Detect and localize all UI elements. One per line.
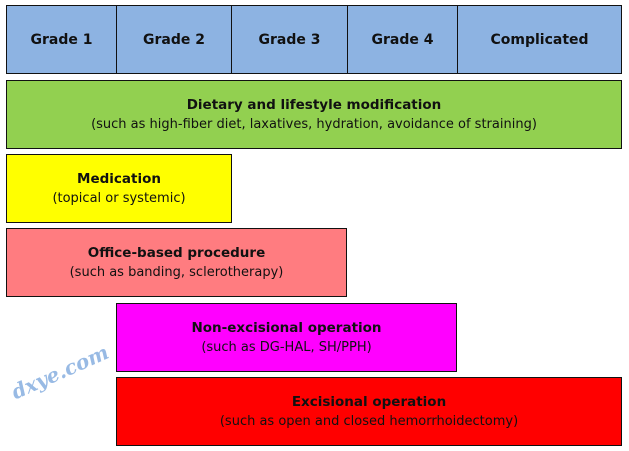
non-excisional-box: Non-excisional operation (such as DG-HAL… <box>116 303 457 372</box>
watermark: dxye.com <box>7 339 113 405</box>
grade-4-cell: Grade 4 <box>348 6 458 73</box>
box-subtitle: (such as banding, sclerotherapy) <box>69 264 284 280</box>
box-subtitle: (such as open and closed hemorrhoidectom… <box>219 413 519 429</box>
office-procedure-box: Office-based procedure (such as banding,… <box>6 228 347 297</box>
dietary-box: Dietary and lifestyle modification (such… <box>6 80 622 149</box>
grade-header: Grade 1 Grade 2 Grade 3 Grade 4 Complica… <box>6 5 622 74</box>
medication-box: Medication (topical or systemic) <box>6 154 232 223</box>
box-subtitle: (such as DG-HAL, SH/PPH) <box>201 339 372 355</box>
complicated-cell: Complicated <box>490 31 589 48</box>
box-subtitle: (topical or systemic) <box>52 190 186 206</box>
box-subtitle: (such as high-fiber diet, laxatives, hyd… <box>91 116 537 132</box>
box-title: Non-excisional operation <box>191 319 382 336</box>
grade-1-cell: Grade 1 <box>7 6 117 73</box>
grade-2-cell: Grade 2 <box>117 6 232 73</box>
box-title: Medication <box>77 170 161 187</box>
excisional-box: Excisional operation (such as open and c… <box>116 377 622 446</box>
box-title: Office-based procedure <box>87 244 266 261</box>
box-title: Excisional operation <box>291 393 447 410</box>
grade-3-cell: Grade 3 <box>232 6 348 73</box>
box-title: Dietary and lifestyle modification <box>186 96 442 113</box>
